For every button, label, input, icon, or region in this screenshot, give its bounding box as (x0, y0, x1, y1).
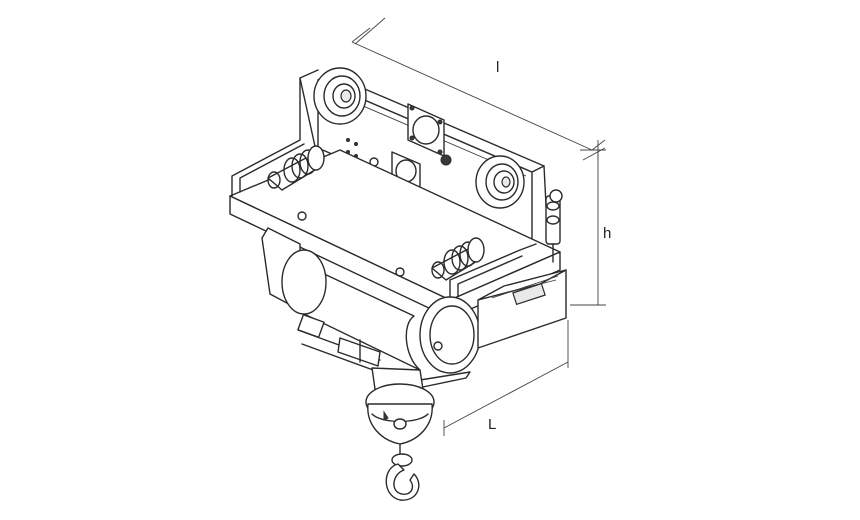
buffer-right (431, 237, 485, 281)
rope-guide (297, 314, 471, 389)
hook (385, 453, 420, 501)
dimension-L: L (443, 320, 569, 436)
dimension-label-h: h (603, 225, 611, 242)
limit-switch (545, 189, 563, 263)
dimension-label-l: l (496, 59, 499, 76)
dimension-label-L: L (488, 416, 496, 433)
trolley-wheel-rear-left (313, 67, 367, 125)
buffer-left (267, 145, 325, 191)
trolley-wheel-rear-right (475, 155, 525, 209)
drum-motor-body (261, 227, 567, 374)
hook-block (365, 367, 435, 457)
dimension-h: h (570, 140, 611, 306)
